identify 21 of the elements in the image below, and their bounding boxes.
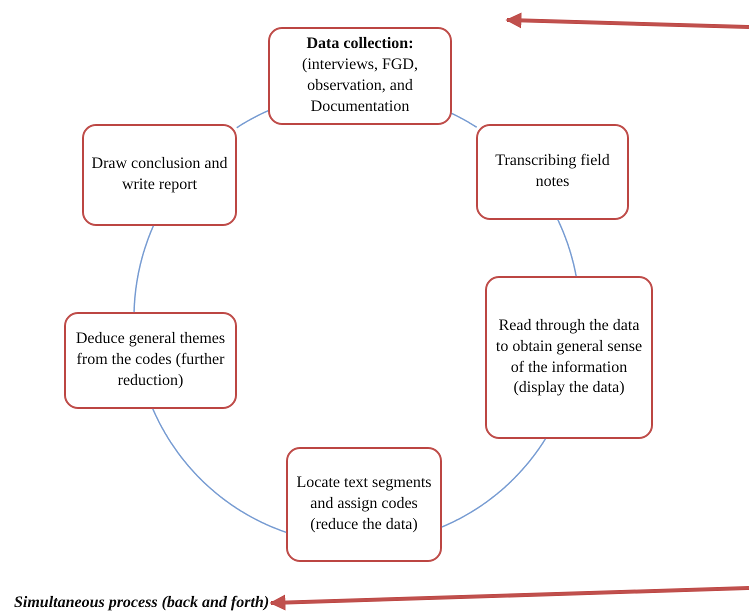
process-note: Simultaneous process (back and forth): [14, 594, 270, 612]
cycle-line: [133, 224, 154, 312]
step-box: [82, 124, 237, 226]
step-box: [286, 447, 442, 562]
step-text: Transcribing field notes: [494, 151, 611, 192]
step-box: [476, 124, 629, 220]
step-text: (interviews, FGD, observation, and Documentation: [301, 55, 419, 117]
step-box: [64, 312, 237, 409]
step-box: [268, 27, 452, 125]
step-text: Read through the data to obtain general sense of the information (display the data): [494, 316, 644, 398]
cycle-line: [236, 110, 270, 128]
step-text: Locate text segments and assign codes (reduce the data): [295, 473, 433, 535]
cycle-line: [451, 112, 478, 128]
step-heading: Data collection:: [306, 34, 414, 54]
cycle-line: [152, 408, 287, 534]
step-box: [485, 276, 653, 439]
arrow: [269, 586, 749, 611]
cycle-line: [441, 438, 547, 528]
cycle-line: [557, 219, 577, 276]
step-text: Draw conclusion and write report: [90, 154, 228, 195]
step-text: Deduce general themes from the codes (further reduction): [74, 329, 226, 391]
